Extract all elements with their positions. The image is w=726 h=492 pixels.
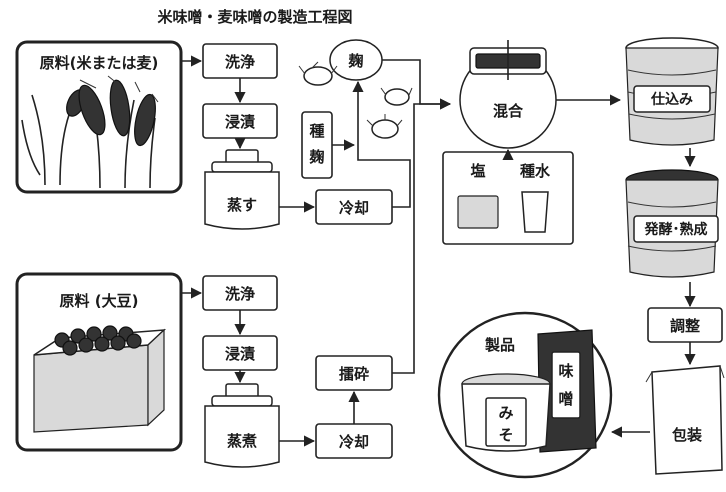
tub-text-1: み — [498, 404, 513, 422]
water-glass-icon — [521, 191, 549, 233]
rice-cool-box: 冷却 — [315, 189, 393, 225]
soy-cool-label: 冷却 — [339, 433, 369, 451]
soy-soak-label: 浸漬 — [225, 345, 255, 363]
product-label: 製品 — [484, 336, 515, 354]
rice-material-panel: 原料(米または麦) — [15, 40, 183, 194]
soy-material-panel: 原料 (大豆) — [15, 272, 183, 452]
rice-soak-label: 浸漬 — [225, 113, 255, 131]
soy-material-label: 原料 (大豆) — [60, 292, 139, 310]
adjust-box: 調整 — [647, 307, 723, 343]
soy-soak-box: 浸漬 — [202, 335, 278, 371]
soybean-box-illustration — [33, 325, 167, 433]
rice-wash-box: 洗浄 — [202, 43, 278, 79]
soy-wash-label: 洗浄 — [225, 285, 255, 303]
soy-boil-label: 蒸煮 — [227, 432, 257, 450]
soy-grind-box: 擂砕 — [315, 355, 393, 391]
rice-steamer-pot: 蒸す — [204, 149, 280, 230]
rice-cool-label: 冷却 — [339, 199, 369, 217]
grain-stalks-illustration — [21, 75, 159, 189]
seed-koji-box: 種 麹 — [301, 111, 333, 179]
bag-text-2: 噌 — [558, 390, 573, 408]
salt-block-icon — [457, 195, 499, 229]
soy-boiler-pot: 蒸煮 — [204, 383, 280, 468]
prep-label: 仕込み — [650, 91, 693, 108]
soy-cool-box: 冷却 — [315, 423, 393, 459]
seed-koji-char-2: 麹 — [308, 148, 324, 166]
package-bag: 包装 — [645, 365, 725, 475]
koji-trays-illustration — [298, 61, 413, 139]
rice-soak-box: 浸漬 — [202, 103, 278, 139]
additives-box: 塩 種水 — [442, 151, 574, 245]
soy-wash-box: 洗浄 — [202, 275, 278, 311]
bag-text-1: 味 — [558, 362, 573, 380]
koji-node: 麹 — [329, 39, 383, 81]
koji-label: 麹 — [347, 52, 363, 70]
package-label: 包装 — [672, 426, 703, 444]
tub-text-2: そ — [498, 426, 513, 444]
seed-water-label: 種水 — [520, 162, 551, 180]
mix-label: 混合 — [493, 102, 524, 120]
ferment-label: 発酵･熟成 — [644, 221, 708, 238]
rice-steam-label: 蒸す — [227, 196, 257, 214]
ferment-barrel: 発酵･熟成 — [625, 169, 719, 278]
miso-tub-icon: み そ — [461, 373, 551, 452]
rice-material-label: 原料(米または麦) — [40, 54, 159, 72]
rice-wash-label: 洗浄 — [225, 53, 255, 71]
soy-grind-label: 擂砕 — [339, 365, 369, 383]
seed-koji-char-1: 種 — [309, 122, 324, 140]
product-circle: 製品 味 噌 み そ — [437, 311, 613, 479]
prep-barrel: 仕込み — [625, 37, 719, 146]
mixer-node: 混合 — [459, 40, 557, 149]
adjust-label: 調整 — [670, 317, 700, 335]
soy-line-arrows — [181, 98, 452, 447]
diagram-title: 米味噌・麦味噌の製造工程図 — [157, 8, 352, 26]
salt-label: 塩 — [470, 162, 485, 180]
